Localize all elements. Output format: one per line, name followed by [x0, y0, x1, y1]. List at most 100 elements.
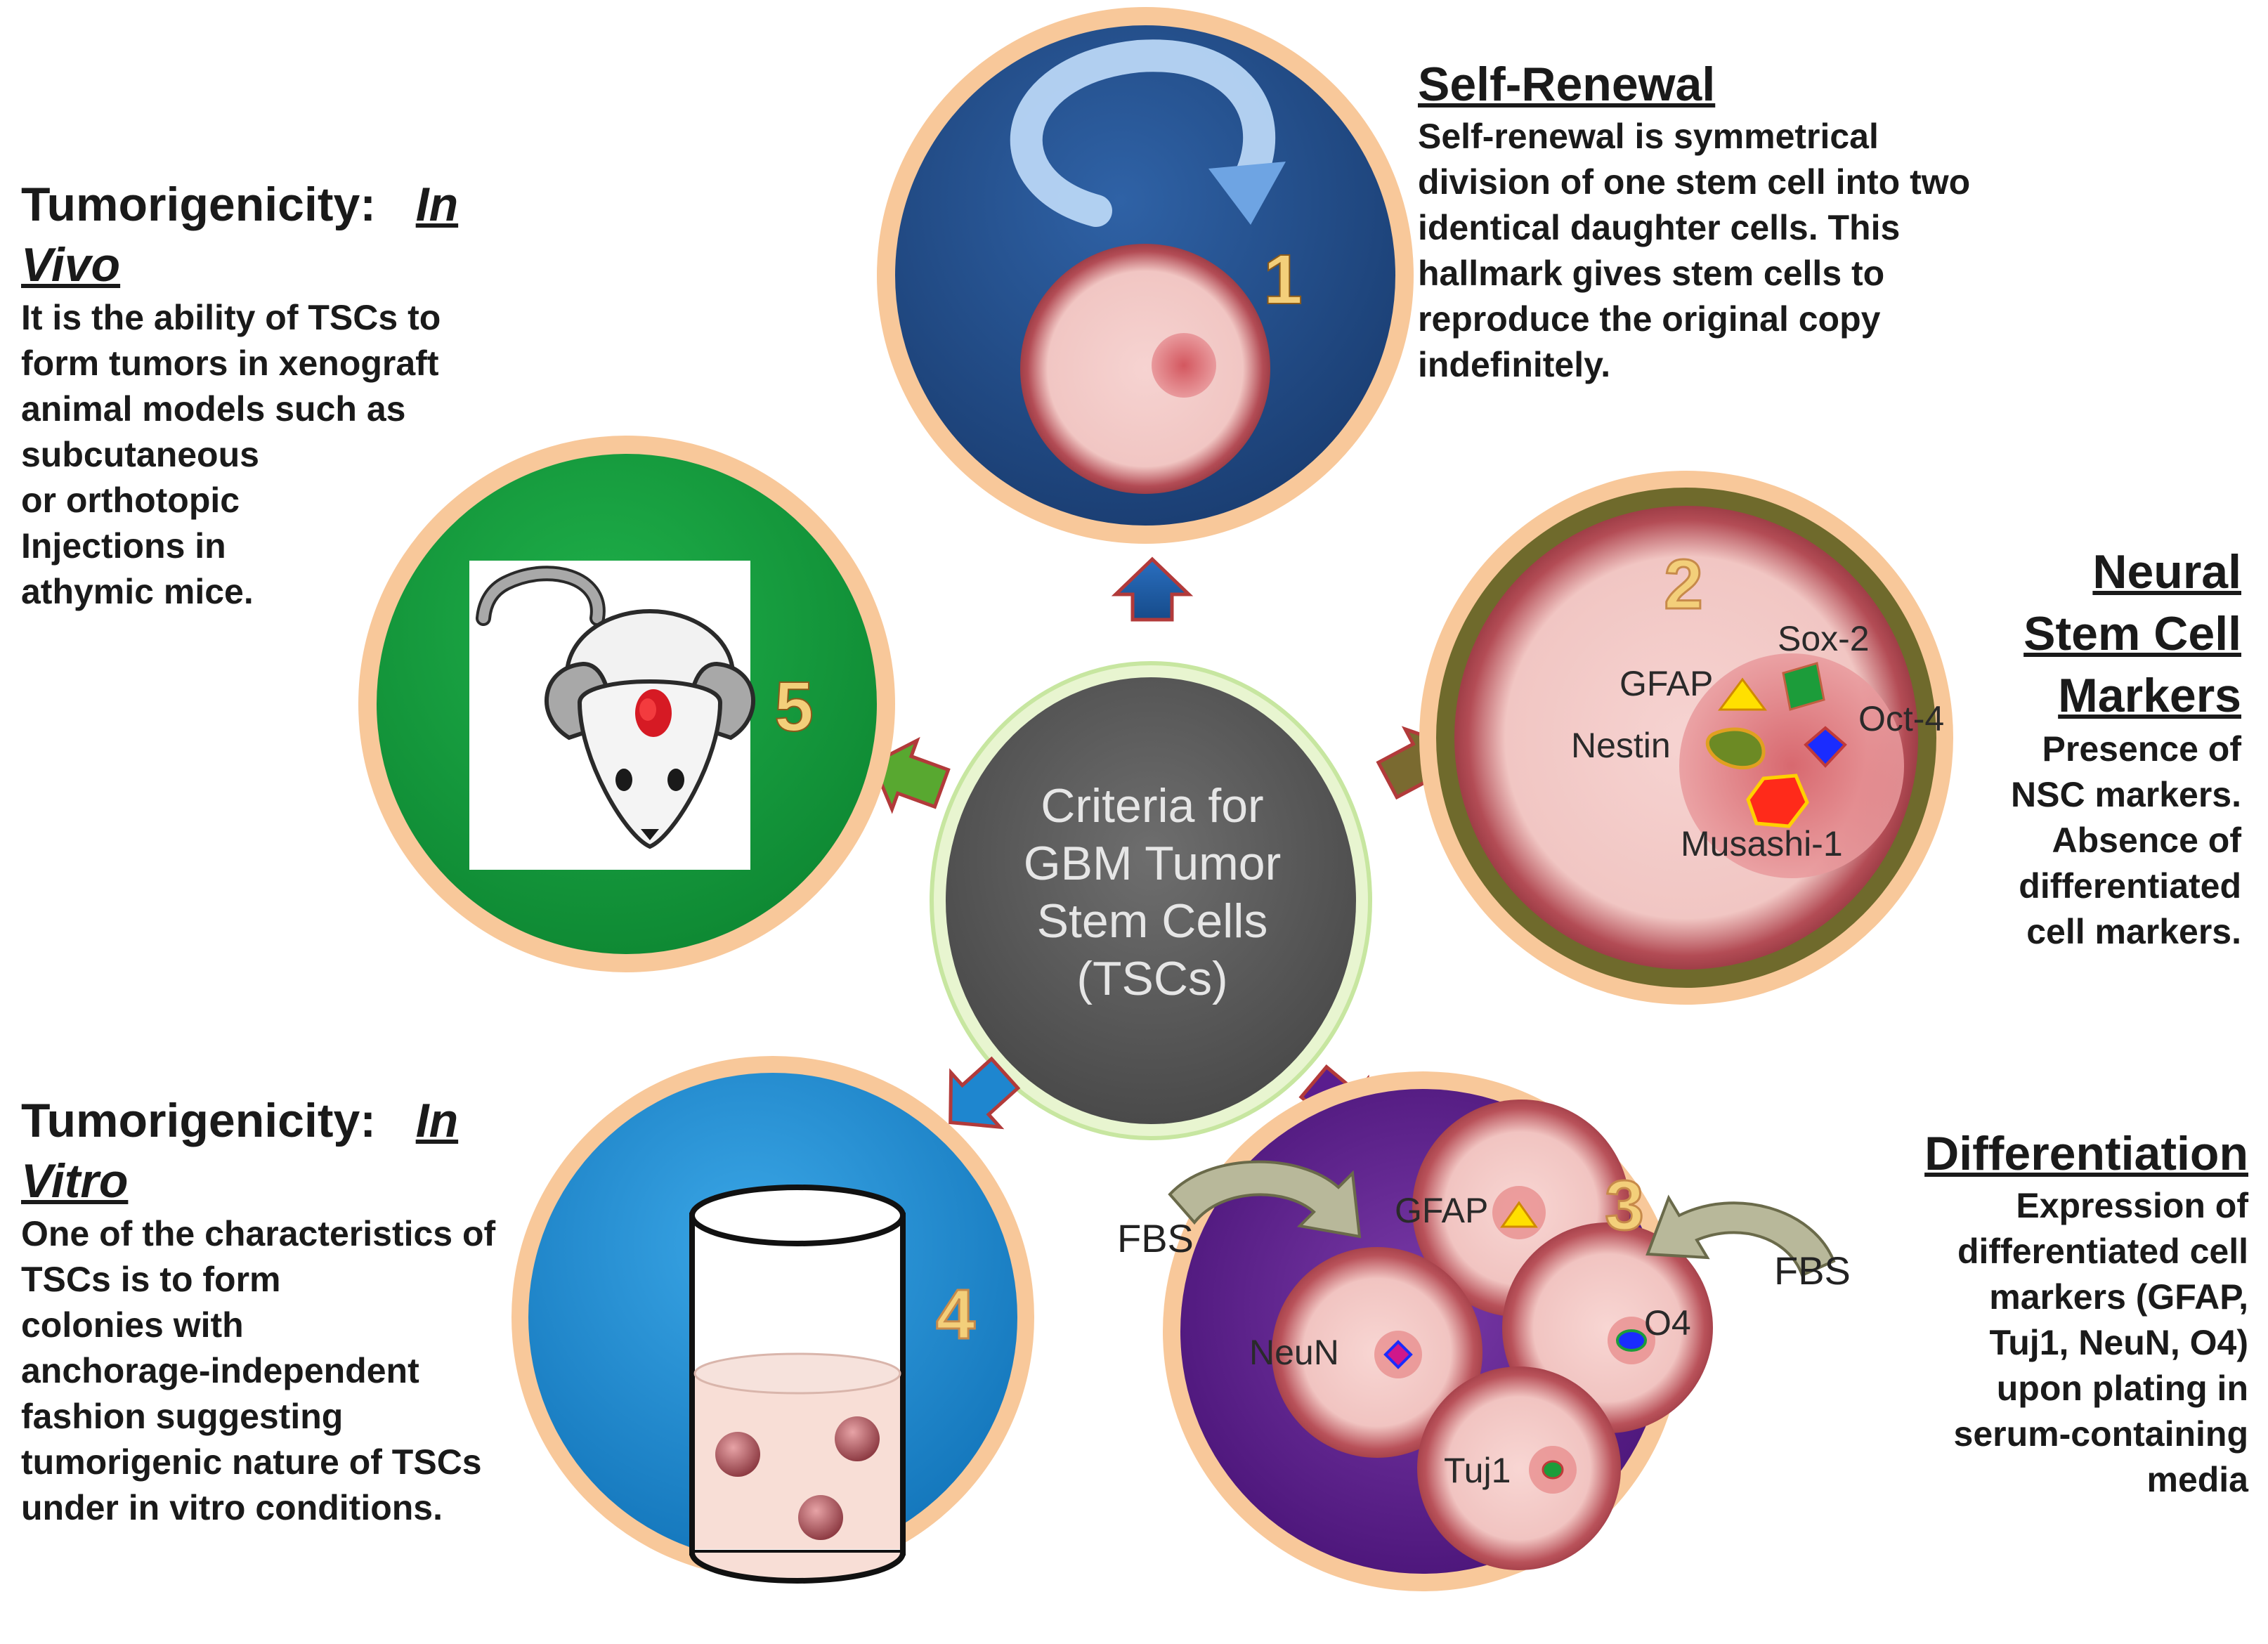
in-vitro-heading-line: Tumorigenicity: In [21, 1090, 555, 1151]
center-title-line-1: Criteria for [1041, 779, 1263, 833]
node-number-4: 4 [936, 1275, 975, 1354]
markers-body-line: Absence of [2052, 821, 2241, 860]
markers-heading: Neural Stem Cell Markers [1960, 541, 2241, 726]
in-vivo-body-line: animal models such as [21, 389, 406, 429]
colony-bead-1 [715, 1432, 760, 1477]
differentiation-heading: Differentiation [1924, 1127, 2248, 1180]
in-vivo-text: Tumorigenicity: In Vivo It is the abilit… [21, 174, 555, 615]
differentiation-body-line: upon plating in [1996, 1369, 2248, 1408]
in-vitro-heading: Tumorigenicity: In Vitro [21, 1090, 555, 1211]
in-vivo-body-line: subcutaneous [21, 435, 259, 474]
differentiation-body-line: Expression of [2016, 1186, 2248, 1225]
fbs-label-right: FBS [1774, 1248, 1851, 1293]
gfap-triangle-icon-diff [1500, 1201, 1538, 1228]
cycle-arrowhead-icon [1208, 162, 1286, 225]
markers-text: Neural Stem Cell Markers Presence of NSC… [1960, 541, 2241, 955]
node-in-vitro: 4 [511, 1056, 1034, 1584]
markers-heading-line: Stem Cell [2023, 607, 2241, 660]
arrow-to-in-vivo [871, 736, 951, 814]
self-renewal-text: Self-Renewal Self-renewal is symmetrical… [1418, 55, 2050, 388]
in-vitro-body-line: TSCs is to form [21, 1260, 281, 1299]
cell-tuj1 [1417, 1366, 1621, 1570]
mouse-eye-left-icon [615, 769, 632, 791]
markers-body-line: NSC markers. [2011, 775, 2241, 814]
nestin-blob-icon [1705, 727, 1766, 770]
marker-label-gfap: GFAP [1619, 664, 1713, 703]
in-vitro-body-line: fashion suggesting [21, 1397, 344, 1436]
in-vivo-body: It is the ability of TSCs to form tumors… [21, 295, 555, 615]
sox2-square-icon [1782, 662, 1825, 711]
in-vivo-body-line: It is the ability of TSCs to [21, 298, 441, 337]
markers-heading-line: Markers [2058, 669, 2241, 722]
in-vivo-body-line: or orthotopic [21, 481, 240, 520]
in-vivo-body-line: athymic mice. [21, 572, 254, 611]
markers-body-line: cell markers. [2026, 912, 2241, 951]
center-title-line-3: Stem Cells [1037, 894, 1268, 948]
colony-bead-2 [835, 1416, 880, 1461]
node-differentiation: 3 GFAP NeuN O4 Tuj1 [1163, 1071, 1713, 1591]
center-title-line-2: GBM Tumor [1024, 837, 1282, 890]
gfap-triangle-icon [1718, 677, 1767, 711]
node-number-5: 5 [774, 667, 814, 746]
marker-label-musashi1: Musashi-1 [1681, 824, 1843, 863]
differentiation-body-line: serum-containing [1953, 1414, 2248, 1454]
marker-label-sox2: Sox-2 [1778, 619, 1870, 658]
differentiation-body: Expression of differentiated cell marker… [1862, 1183, 2248, 1503]
in-vitro-body-line: tumorigenic nature of TSCs [21, 1442, 482, 1482]
markers-body: Presence of NSC markers. Absence of diff… [1960, 726, 2241, 955]
stem-cell-nucleus [1152, 333, 1216, 398]
fbs-arrow-right [1645, 1194, 1836, 1277]
in-vitro-body-line: colonies with [21, 1305, 244, 1345]
node-number-1: 1 [1263, 240, 1303, 319]
markers-heading-line: Neural [2092, 545, 2241, 599]
marker-label-nestin: Nestin [1571, 726, 1671, 765]
arrow-to-in-vitro [949, 1056, 1021, 1130]
stem-cell [1020, 244, 1270, 494]
center-node: Criteria for GBM Tumor Stem Cells (TSCs) [930, 661, 1372, 1140]
in-vitro-body-line: One of the characteristics of [21, 1214, 496, 1253]
self-renewal-heading: Self-Renewal [1418, 58, 1716, 111]
in-vivo-body-line: form tumors in xenograft [21, 344, 439, 383]
tuj1-oval-icon [1542, 1460, 1564, 1480]
musashi1-hexagon-icon [1746, 774, 1809, 828]
in-vivo-heading: Tumorigenicity: In Vivo [21, 174, 555, 295]
node-stem-cell-markers: 2 GFAP Sox-2 Oct-4 Nestin Musashi-1 [1419, 471, 1953, 1005]
self-renewal-body-line: reproduce the original copy [1418, 299, 1881, 339]
node-in-vivo: 5 [358, 436, 895, 972]
diff-label-gfap: GFAP [1395, 1191, 1488, 1230]
differentiation-body-line: Tuj1, NeuN, O4) [1989, 1323, 2248, 1362]
self-renewal-body: Self-renewal is symmetrical division of … [1418, 114, 2050, 388]
cycle-arc-icon [1010, 39, 1276, 227]
in-vitro-body-line: anchorage-independent [21, 1351, 419, 1390]
differentiation-body-line: media [2146, 1460, 2248, 1499]
in-vivo-heading-line: Tumorigenicity: In [21, 174, 555, 235]
fbs-label-left: FBS [1117, 1216, 1194, 1260]
node-number-2: 2 [1664, 545, 1703, 624]
in-vivo-heading-em-1: In [415, 178, 459, 231]
beaker-rim [689, 1185, 906, 1246]
center-title-line-4: (TSCs) [1076, 952, 1227, 1005]
marker-label-oct4: Oct-4 [1858, 699, 1944, 738]
in-vitro-heading-em-1: In [415, 1094, 459, 1147]
self-renewal-body-line: identical daughter cells. This [1418, 208, 1901, 247]
in-vitro-heading-prefix: Tumorigenicity: [21, 1094, 376, 1147]
node-self-renewal: 1 [877, 7, 1414, 544]
mouse-head-icon [577, 679, 723, 849]
arrow-to-self-renewal [1111, 556, 1194, 622]
diff-label-neun: NeuN [1249, 1333, 1339, 1372]
in-vitro-body: One of the characteristics of TSCs is to… [21, 1211, 555, 1531]
in-vitro-body-line: under in vitro conditions. [21, 1488, 443, 1527]
markers-body-line: differentiated [2019, 866, 2241, 906]
diff-label-o4: O4 [1644, 1303, 1691, 1343]
markers-body-line: Presence of [2042, 729, 2241, 769]
self-renewal-body-line: Self-renewal is symmetrical [1418, 117, 1879, 156]
diff-label-tuj1: Tuj1 [1444, 1451, 1511, 1490]
differentiation-text: Differentiation Expression of differenti… [1862, 1124, 2248, 1503]
mouse-nose-icon [641, 829, 659, 840]
self-renewal-body-line: hallmark gives stem cells to [1418, 254, 1885, 293]
self-renewal-body-line: indefinitely. [1418, 345, 1611, 384]
in-vivo-body-line: Injections in [21, 526, 226, 566]
node-number-3: 3 [1605, 1166, 1644, 1245]
